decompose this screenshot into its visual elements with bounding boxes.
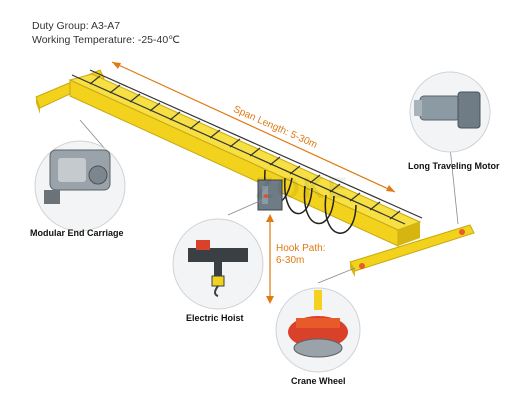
hook-path-arrow	[266, 214, 274, 304]
working-temperature-text: Working Temperature: -25-40℃	[32, 34, 180, 46]
span-length-arrow	[111, 61, 396, 193]
hoist-trolley	[257, 179, 283, 211]
end-carriage-detail	[34, 140, 126, 232]
long-traveling-motor-detail	[409, 71, 491, 153]
watermark-logo: ZOKE	[255, 172, 351, 205]
electric-hoist-label: Electric Hoist	[186, 313, 244, 323]
crane-wheel-detail	[275, 287, 361, 373]
electric-hoist-detail	[172, 218, 264, 310]
cable-rack	[71, 69, 423, 225]
main-girder	[68, 73, 422, 247]
right-end-carriage	[349, 224, 475, 277]
modular-end-carriage-label: Modular End Carriage	[30, 228, 124, 238]
hook-path-label-line2: 6-30m	[276, 255, 305, 266]
hook-path-label-line1: Hook Path:	[276, 243, 326, 254]
duty-group-text: Duty Group: A3-A7	[32, 20, 121, 32]
long-traveling-motor-label: Long Traveling Motor	[408, 161, 500, 171]
crane-wheel-label: Crane Wheel	[291, 376, 346, 386]
